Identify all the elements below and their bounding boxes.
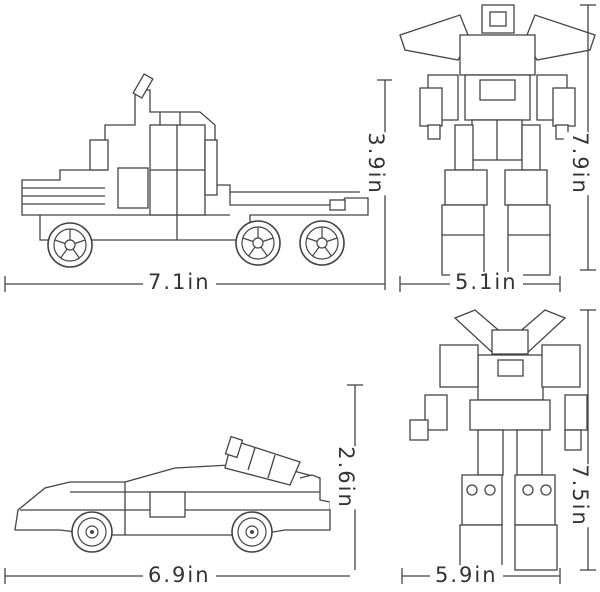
truck-vehicle-mode-icon <box>21 73 369 241</box>
car-robot-mode-icon <box>409 309 588 571</box>
truck-robot-width-label: 5.1in <box>450 272 523 293</box>
sports-car-vehicle-mode-icon <box>14 435 331 536</box>
truck-wheel-mid <box>235 220 281 266</box>
car-robot-width-label: 5.9in <box>430 565 503 586</box>
truck-wheel-front <box>47 222 93 268</box>
truck-robot-height-label: 7.9in <box>563 132 595 195</box>
truck-height-label: 3.9in <box>359 132 391 195</box>
truck-robot-mode-icon <box>399 4 596 276</box>
car-wheel-front <box>71 511 113 553</box>
truck-width-label: 7.1in <box>143 272 216 293</box>
car-robot-height-label: 7.5in <box>563 464 595 527</box>
car-height-label: 2.6in <box>329 446 361 509</box>
car-wheel-rear <box>231 511 273 553</box>
truck-wheel-rear <box>299 220 345 266</box>
car-width-label: 6.9in <box>143 565 216 586</box>
